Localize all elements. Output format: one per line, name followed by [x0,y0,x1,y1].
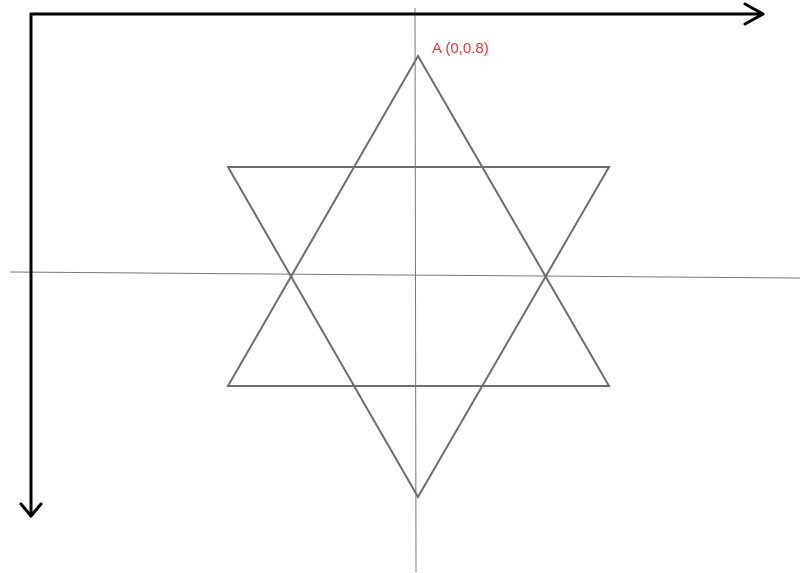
upward-triangle [226,53,611,387]
left-frame-arrow [19,12,43,518]
down-arrow-icon [19,502,43,518]
downward-triangle [226,166,611,500]
top-frame-arrow [29,2,765,26]
horizontal-axis [9,271,801,279]
point-a-label: A (0,0.8) [432,40,489,57]
right-arrow-icon [743,2,765,26]
vertical-axis [414,7,417,573]
